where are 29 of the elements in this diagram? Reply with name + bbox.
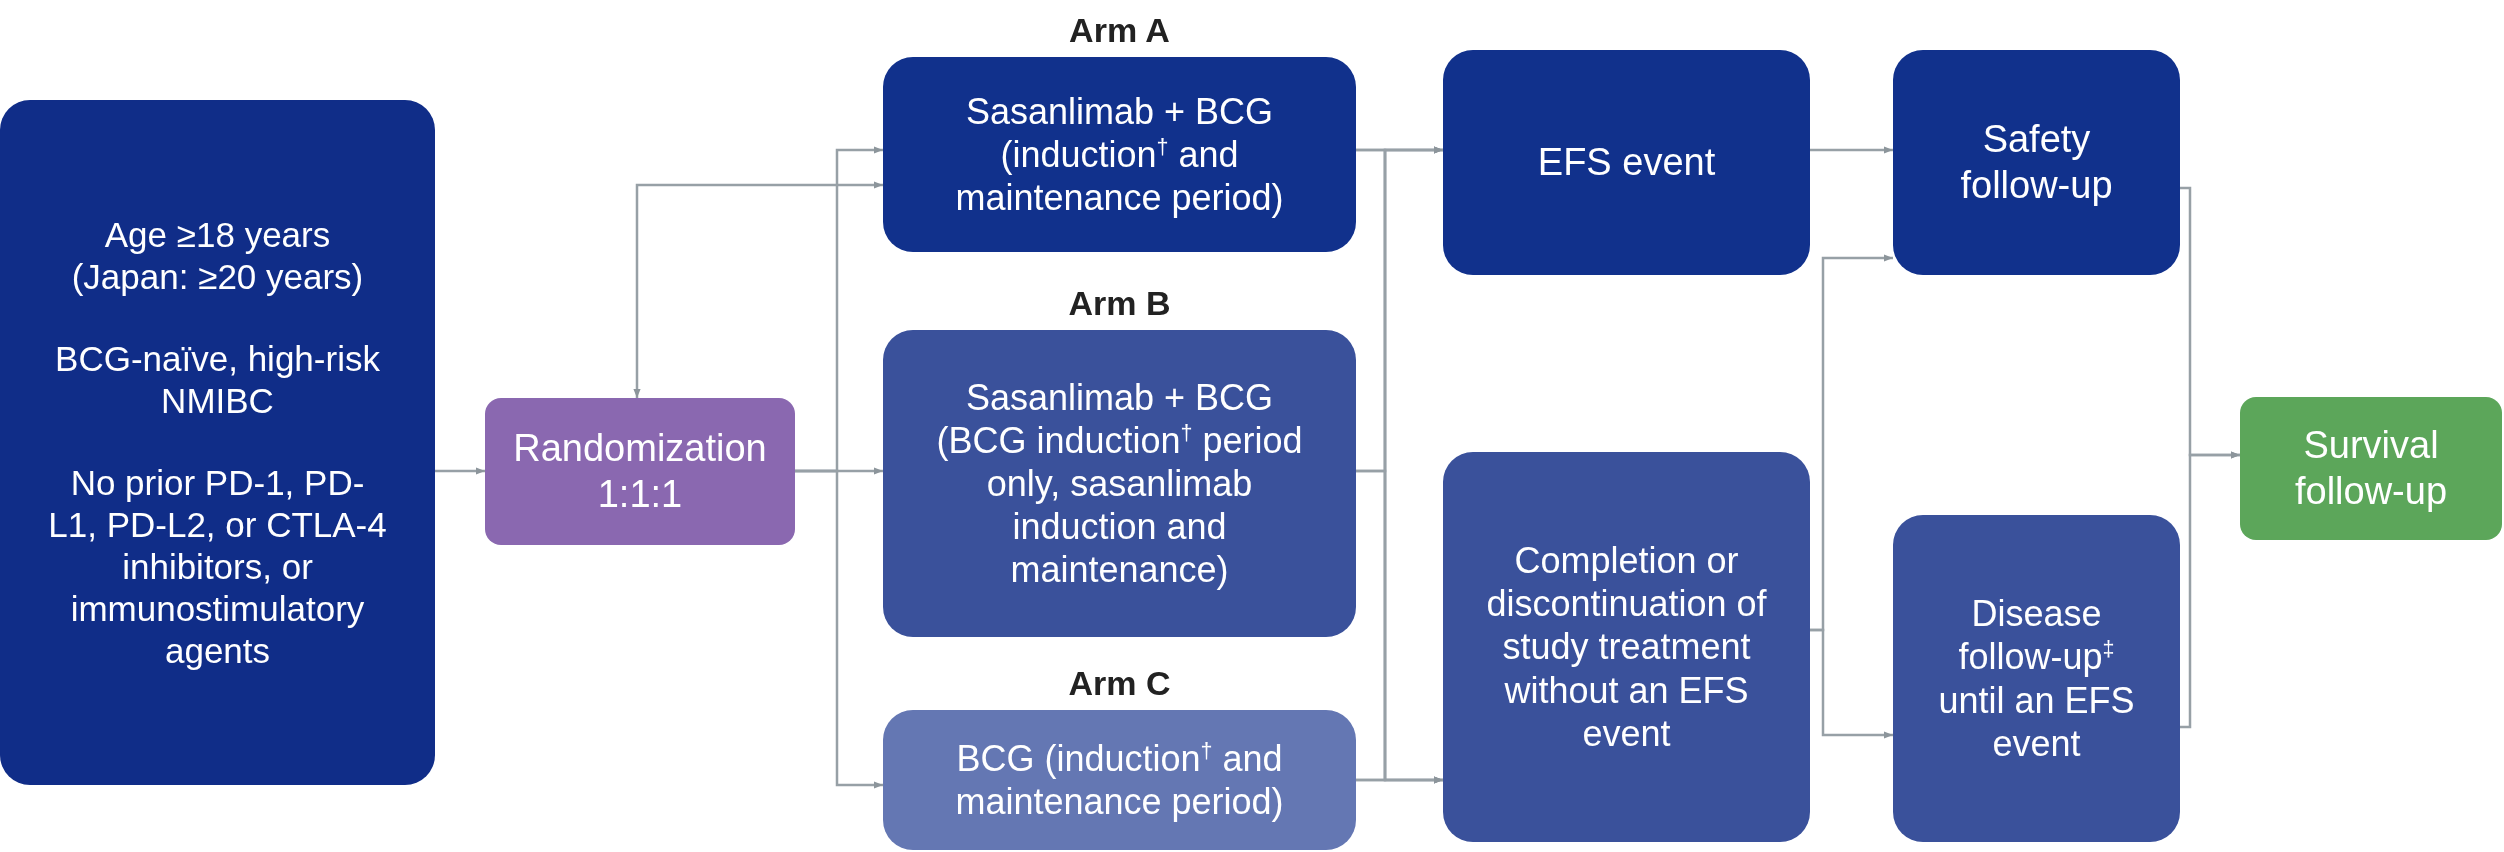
process-box [2240, 397, 2502, 540]
process-box [485, 398, 795, 545]
box-text: Sasanlimab + BCG (induction$^{†}$ and maintenance period) [954, 89, 1285, 220]
arm-heading: Arm A [1068, 13, 1171, 47]
arrow [795, 469, 883, 789]
box-text: BCG-naïve, high-risk NMIBC [54, 337, 381, 422]
box-text: Survival follow-up [2293, 422, 2449, 514]
process-box [1893, 515, 2180, 842]
box-text: Completion or discontinuation of study treatment without an EFS event [1485, 539, 1768, 755]
arm-heading: Arm B [1067, 286, 1172, 320]
process-box [0, 100, 435, 785]
arrow [1810, 146, 1893, 154]
arrow [1810, 628, 1893, 739]
arrow [435, 467, 485, 475]
box-text: Age ≥18 years (Japan: ≥20 years) [70, 213, 365, 298]
arrow [633, 181, 883, 398]
box-text: Sasanlimab + BCG (BCG induction$^{†}$ period only, sasanlimab induction and maintenance) [935, 375, 1304, 592]
arrow [2180, 451, 2240, 729]
box-text: No prior PD-1, PD-L1, PD-L2, or CTLA-4 inhibitors, or immunostimulatory agents [47, 461, 388, 672]
box-text: Disease follow-up$^{‡}$ until an EFS event [1937, 592, 2136, 765]
box-text: Safety follow-up [1959, 116, 2114, 208]
box-text: Randomization 1:1:1 [512, 425, 768, 517]
arm-heading: Arm C [1067, 666, 1172, 700]
box-text: BCG (induction$^{†}$ and maintenance period) [954, 736, 1285, 824]
process-box [1893, 50, 2180, 275]
box-text: EFS event [1537, 139, 1716, 185]
arrow [1356, 776, 1443, 784]
process-box [1443, 50, 1810, 275]
process-box [1443, 452, 1810, 842]
